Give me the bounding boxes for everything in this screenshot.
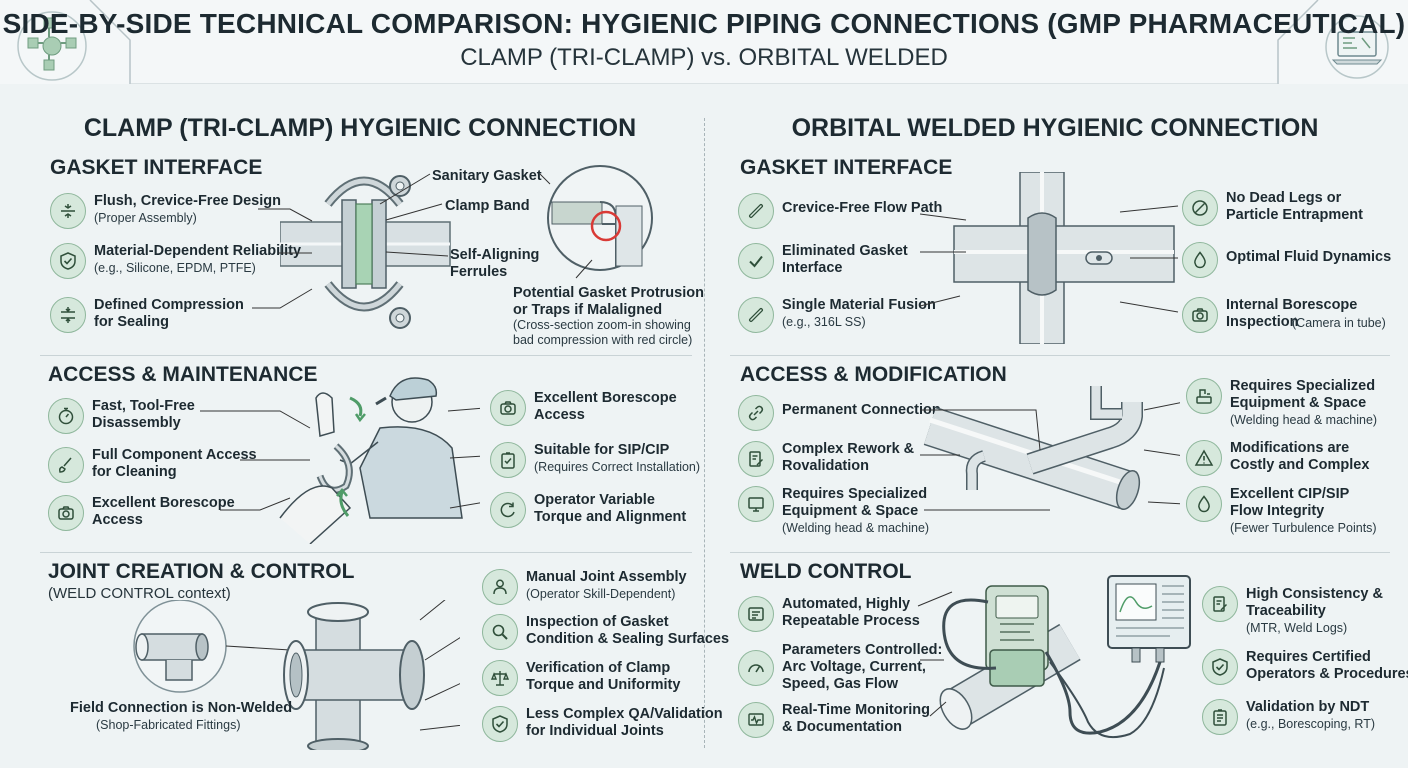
camera-icon — [490, 390, 526, 426]
right-gasket-right-item-1: No Dead Legs or Particle Entrapment — [1182, 190, 1363, 226]
pipe-run-illustration — [920, 386, 1180, 511]
magnifier-icon — [482, 614, 518, 650]
sanitary-gasket-label: Sanitary Gasket — [432, 168, 542, 184]
page-subtitle: CLAMP (TRI-CLAMP) vs. ORBITAL WELDED — [460, 44, 948, 71]
right-weld-item-2: Parameters Controlled: Arc Voltage, Curr… — [738, 642, 942, 693]
laptop-icon — [1325, 15, 1389, 79]
right-access-right-item-3: Excellent CIP/SIP Flow Integrity(Fewer T… — [1186, 486, 1377, 536]
flush-icon — [50, 193, 86, 229]
check-icon — [738, 243, 774, 279]
protrusion-note: (Cross-section zoom-in showing bad compr… — [513, 318, 693, 347]
camera-icon — [48, 495, 84, 531]
right-weld-item-1: Automated, Highly Repeatable Process — [738, 596, 920, 632]
section-divider — [730, 355, 1390, 356]
right-weld-right-item-3: Validation by NDT(e.g., Borescoping, RT) — [1202, 699, 1375, 735]
right-gasket-item-3: Single Material Fusion(e.g., 316L SS) — [738, 297, 936, 333]
right-access-item-2: Complex Rework & Rovalidation — [738, 441, 914, 477]
fittings-illustration — [133, 600, 460, 750]
gauge-icon — [738, 596, 774, 632]
right-gasket-right-item-3: Internal Borescope Inspection — [1182, 297, 1357, 333]
header-banner — [0, 0, 1408, 84]
dial-icon — [738, 650, 774, 686]
field-connection-label: Field Connection is Non-Welded — [70, 700, 293, 716]
left-gasket-heading: GASKET INTERFACE — [50, 156, 263, 179]
network-icon — [17, 11, 87, 81]
warning-icon — [1186, 440, 1222, 476]
right-column-title: ORBITAL WELDED HYGIENIC CONNECTION — [791, 114, 1319, 142]
document-edit-icon — [1202, 586, 1238, 622]
shield-check-icon — [482, 706, 518, 742]
link-icon — [738, 395, 774, 431]
right-weld-right-item-1: High Consistency & Traceability(MTR, Wel… — [1202, 586, 1383, 636]
right-gasket-item-1: Crevice-Free Flow Path — [738, 193, 942, 229]
borescope-inline-sub: (Camera in tube) — [1292, 316, 1386, 330]
left-joint-item-3: Verification of Clamp Torque and Uniform… — [482, 660, 680, 696]
left-joint-item-2: Inspection of Gasket Condition & Sealing… — [482, 614, 729, 650]
section-divider — [40, 355, 692, 356]
no-icon — [1182, 190, 1218, 226]
section-divider — [40, 552, 692, 553]
left-access-item-3: Excellent Borescope Access — [48, 495, 235, 531]
compression-icon — [50, 297, 86, 333]
stopwatch-icon — [48, 398, 84, 434]
right-gasket-heading: GASKET INTERFACE — [740, 156, 953, 179]
right-access-item-3: Requires Specialized Equipment & Space(W… — [738, 486, 929, 536]
monitor-icon — [738, 486, 774, 522]
field-connection-sub: (Shop-Fabricated Fittings) — [96, 718, 241, 732]
clipboard-check-icon — [490, 442, 526, 478]
clipboard-icon — [1202, 699, 1238, 735]
clamp-band-label: Clamp Band — [445, 198, 530, 214]
left-joint-subheading: (WELD CONTROL context) — [48, 585, 231, 602]
right-access-heading: ACCESS & MODIFICATION — [740, 363, 1007, 386]
droplet-icon — [1182, 242, 1218, 278]
left-joint-item-4: Less Complex QA/Validation for Individua… — [482, 706, 723, 742]
left-joint-heading: JOINT CREATION & CONTROL — [48, 560, 355, 583]
brush-icon — [48, 447, 84, 483]
camera-icon — [1182, 297, 1218, 333]
right-weld-right-item-2: Requires Certified Operators & Procedure… — [1202, 649, 1408, 685]
shield-check-icon — [1202, 649, 1238, 685]
waveform-icon — [738, 702, 774, 738]
welding-machine-illustration — [917, 575, 1191, 738]
shield-check-icon — [50, 243, 86, 279]
right-gasket-item-2: Eliminated Gasket Interface — [738, 243, 908, 279]
left-gasket-item-1: Flush, Crevice-Free Design(Proper Assemb… — [50, 193, 281, 229]
left-gasket-item-3: Defined Compression for Sealing — [50, 297, 244, 333]
left-joint-item-1: Manual Joint Assembly(Operator Skill-Dep… — [482, 569, 687, 605]
rotate-icon — [490, 492, 526, 528]
left-access-right-item-1: Excellent Borescope Access — [490, 390, 677, 426]
leader-lines — [252, 208, 313, 309]
document-edit-icon — [738, 441, 774, 477]
column-divider — [704, 118, 705, 748]
left-access-item-1: Fast, Tool-Free Disassembly — [48, 398, 195, 434]
welded-pipe-illustration — [920, 172, 1179, 344]
right-weld-heading: WELD CONTROL — [740, 560, 912, 583]
left-gasket-item-2: Material-Dependent Reliability(e.g., Sil… — [50, 243, 301, 279]
pipe-icon — [738, 193, 774, 229]
right-access-item-1: Permanent Connection — [738, 395, 941, 431]
clamp-illustration — [280, 165, 653, 329]
left-access-right-item-3: Operator Variable Torque and Alignment — [490, 492, 686, 528]
protrusion-label: Potential Gasket Protrusion or Traps if … — [513, 285, 704, 318]
page-title: SIDE-BY-SIDE TECHNICAL COMPARISON: HYGIE… — [2, 8, 1406, 39]
left-column-title: CLAMP (TRI-CLAMP) HYGIENIC CONNECTION — [83, 114, 637, 142]
right-access-right-item-1: Requires Specialized Equipment & Space(W… — [1186, 378, 1377, 428]
left-access-heading: ACCESS & MAINTENANCE — [48, 363, 318, 386]
left-access-item-2: Full Component Access for Cleaning — [48, 447, 257, 483]
technician-illustration — [200, 377, 480, 544]
right-weld-item-3: Real-Time Monitoring & Documentation — [738, 702, 930, 738]
right-access-right-item-2: Modifications are Costly and Complex — [1186, 440, 1369, 476]
section-divider — [730, 552, 1390, 553]
droplet-icon — [1186, 486, 1222, 522]
left-access-right-item-2: Suitable for SIP/CIP(Requires Correct In… — [490, 442, 700, 478]
scale-icon — [482, 660, 518, 696]
pipe-icon — [738, 297, 774, 333]
machine-icon — [1186, 378, 1222, 414]
person-icon — [482, 569, 518, 605]
ferrules-label: Self-Aligning Ferrules — [450, 247, 540, 280]
right-gasket-right-item-2: Optimal Fluid Dynamics — [1182, 242, 1391, 278]
